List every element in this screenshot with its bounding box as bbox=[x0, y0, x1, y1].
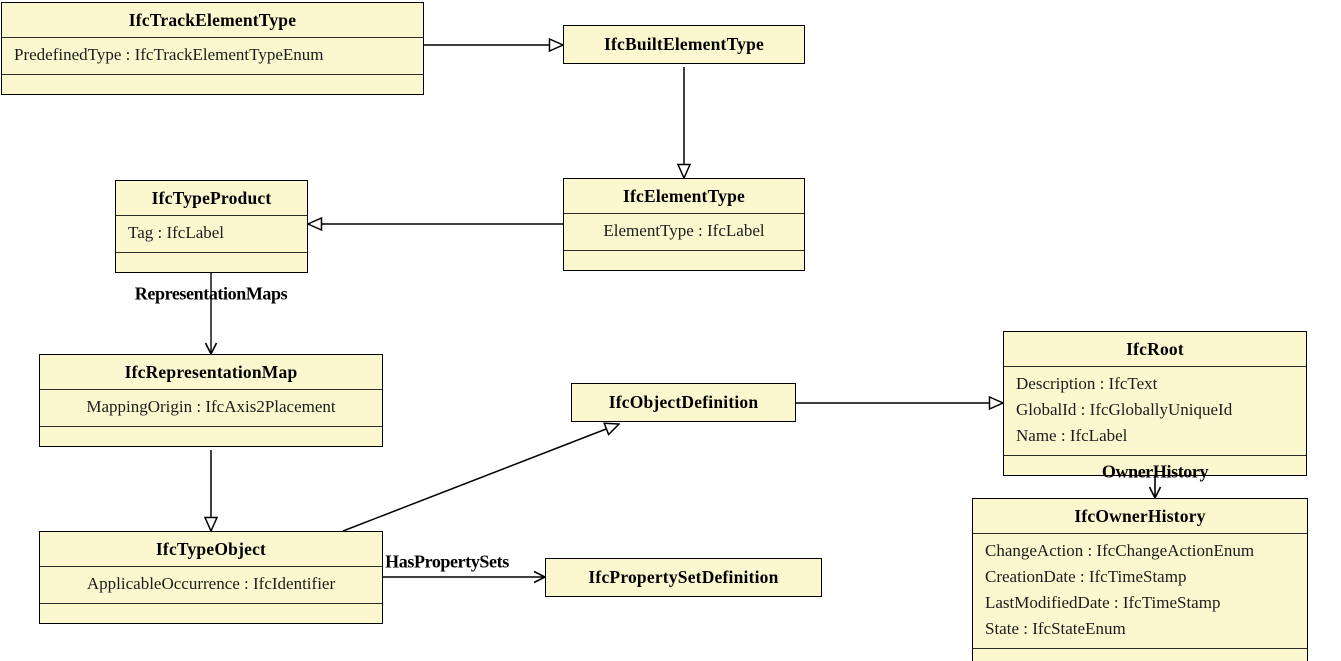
class-box-ifcroot: IfcRoot Description : IfcText GlobalId :… bbox=[1003, 331, 1307, 476]
class-box-ifctypeproduct: IfcTypeProduct Tag : IfcLabel bbox=[115, 180, 308, 273]
class-attribute: CreationDate : IfcTimeStamp bbox=[985, 567, 1187, 586]
class-box-ifctypeobject: IfcTypeObject ApplicableOccurrence : Ifc… bbox=[39, 531, 383, 624]
class-title: IfcOwnerHistory bbox=[973, 499, 1307, 534]
class-attribute: ElementType : IfcLabel bbox=[603, 221, 765, 240]
empty-compartment bbox=[116, 253, 307, 272]
class-title: IfcTypeProduct bbox=[116, 181, 307, 216]
empty-compartment bbox=[40, 427, 382, 446]
class-box-ifcbuiltelementtype: IfcBuiltElementType bbox=[563, 25, 805, 64]
class-title: IfcTrackElementType bbox=[2, 3, 423, 38]
class-title: IfcRepresentationMap bbox=[40, 355, 382, 390]
class-attribute: Name : IfcLabel bbox=[1016, 426, 1128, 445]
class-attribute: State : IfcStateEnum bbox=[985, 619, 1126, 638]
class-title: IfcBuiltElementType bbox=[604, 34, 764, 54]
class-title: IfcObjectDefinition bbox=[608, 392, 759, 412]
class-attribute: PredefinedType : IfcTrackElementTypeEnum bbox=[14, 45, 324, 64]
class-box-ifcownerhistory: IfcOwnerHistory ChangeAction : IfcChange… bbox=[972, 498, 1308, 661]
relation-label-ownerhistory: OwnerHistory bbox=[1101, 461, 1209, 482]
class-attribute: MappingOrigin : IfcAxis2Placement bbox=[86, 397, 336, 416]
relation-label-representationmaps: RepresentationMaps bbox=[134, 283, 288, 304]
empty-compartment bbox=[2, 75, 423, 94]
empty-compartment bbox=[973, 649, 1307, 661]
class-box-ifcelementtype: IfcElementType ElementType : IfcLabel bbox=[563, 178, 805, 271]
class-box-ifcobjectdefinition: IfcObjectDefinition bbox=[571, 383, 796, 422]
class-box-ifctrackelementtype: IfcTrackElementType PredefinedType : Ifc… bbox=[1, 2, 424, 95]
class-title: IfcRoot bbox=[1004, 332, 1306, 367]
class-attribute: GlobalId : IfcGloballyUniqueId bbox=[1016, 400, 1233, 419]
class-box-ifcpropertysetdefinition: IfcPropertySetDefinition bbox=[545, 558, 822, 597]
class-attribute: LastModifiedDate : IfcTimeStamp bbox=[985, 593, 1221, 612]
empty-compartment bbox=[40, 604, 382, 623]
generalization-typeobject-to-objectdefinition bbox=[342, 424, 619, 532]
class-attribute: ChangeAction : IfcChangeActionEnum bbox=[985, 541, 1255, 560]
class-box-ifcrepresentationmap: IfcRepresentationMap MappingOrigin : Ifc… bbox=[39, 354, 383, 447]
relation-label-haspropertysets: HasPropertySets bbox=[385, 551, 509, 572]
class-attribute: ApplicableOccurrence : IfcIdentifier bbox=[86, 574, 336, 593]
empty-compartment bbox=[564, 251, 804, 270]
class-attribute: Description : IfcText bbox=[1016, 374, 1158, 393]
class-title: IfcTypeObject bbox=[40, 532, 382, 567]
class-title: IfcElementType bbox=[564, 179, 804, 214]
class-title: IfcPropertySetDefinition bbox=[588, 567, 779, 587]
class-attribute: Tag : IfcLabel bbox=[128, 223, 225, 242]
